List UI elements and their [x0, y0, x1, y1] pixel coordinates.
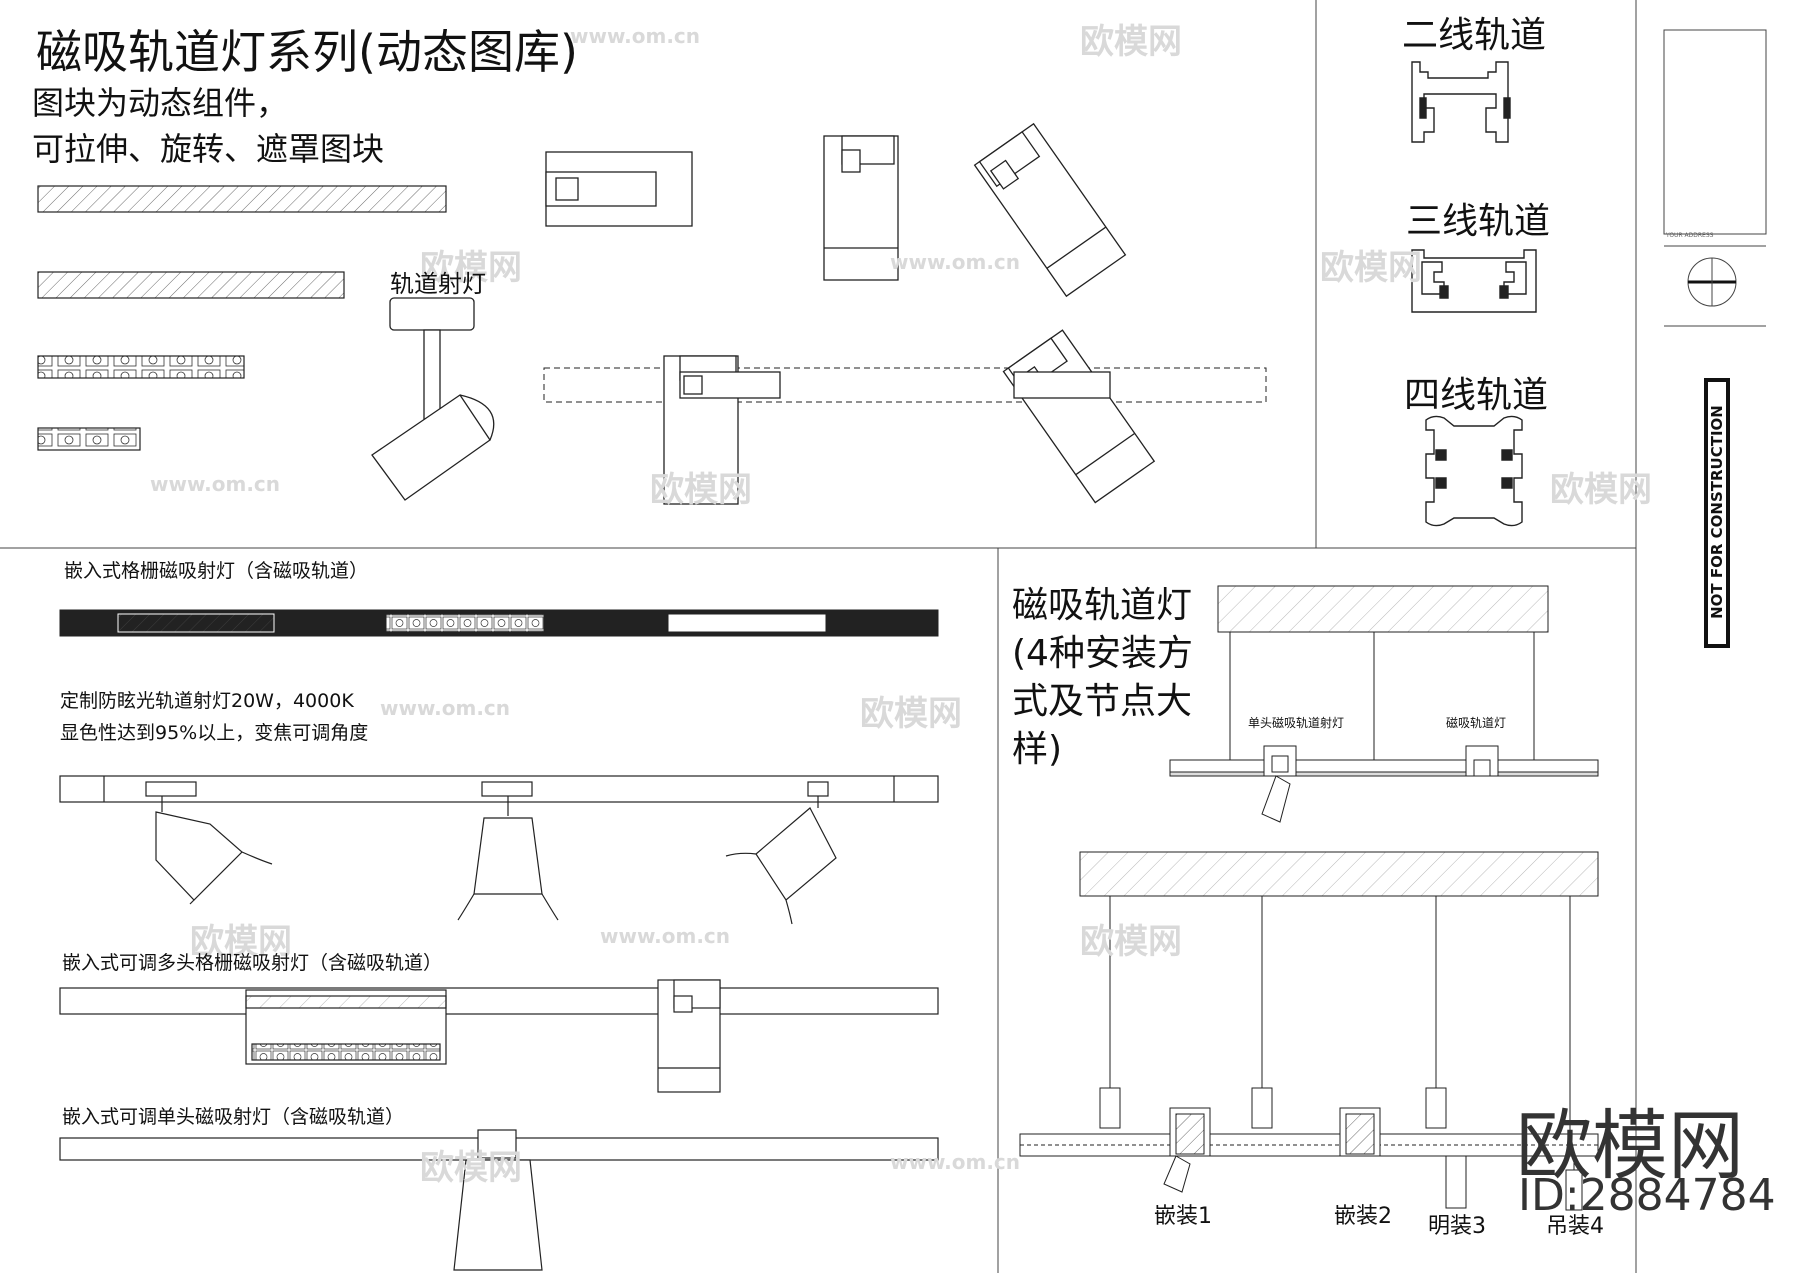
install-4-label: 吊装4	[1546, 1214, 1604, 1239]
spotlight-top-horizontal	[545, 151, 693, 227]
three-wire-profile	[1411, 249, 1537, 313]
install-title-line-3: 式及节点大	[1012, 681, 1193, 722]
track-spotlight-label: 轨道射灯	[390, 270, 486, 298]
watermark-brand-large: 欧模网	[1516, 1101, 1744, 1190]
watermark-brand: 欧模网	[1080, 922, 1182, 962]
single-head-label: 嵌入式可调单头磁吸射灯（含磁吸轨道）	[62, 1106, 405, 1128]
page-title: 磁吸轨道灯系列(动态图库)	[36, 25, 578, 79]
watermark-id: ID:2884784	[1518, 1170, 1776, 1221]
linear-light-long	[37, 185, 447, 213]
magnetic-track-light-label: 磁吸轨道灯	[1446, 716, 1507, 730]
subtitle-line-1: 图块为动态组件，	[32, 84, 289, 122]
title-block	[1663, 29, 1767, 648]
custom-spec-line-1: 定制防眩光轨道射灯20W，4000K	[60, 690, 354, 712]
spotlight-on-track-rotated	[1002, 329, 1156, 504]
watermark-brand: 欧模网	[420, 1148, 522, 1188]
linear-light-medium	[37, 271, 345, 299]
dashed-track	[543, 367, 1267, 403]
install-1-label: 嵌装1	[1154, 1204, 1212, 1229]
multi-head-label: 嵌入式可调多头格栅磁吸射灯（含磁吸轨道）	[62, 952, 443, 974]
watermark-brand: 欧模网	[1080, 22, 1182, 62]
install-title-line-2: (4种安装方	[1012, 633, 1193, 674]
custom-spec-line-2: 显色性达到95%以上，变焦可调角度	[60, 722, 369, 744]
panel-frame	[0, 0, 1637, 1273]
track-spotlight-side	[371, 297, 495, 501]
grille-spot-label: 嵌入式格栅磁吸射灯（含磁吸轨道）	[64, 560, 369, 582]
install-detail-upper	[1169, 585, 1599, 823]
watermark-brand: 欧模网	[650, 470, 752, 510]
watermark-url: www.om.cn	[570, 24, 701, 48]
three-wire-label: 三线轨道	[1406, 201, 1551, 242]
grille-light-long	[37, 355, 245, 379]
install-title-line-1: 磁吸轨道灯	[1012, 585, 1193, 626]
watermark-brand: 欧模网	[420, 248, 522, 288]
watermark-brand: 欧模网	[860, 694, 962, 734]
subtitle-line-2: 可拉伸、旋转、遮罩图块	[32, 130, 385, 168]
install-title-line-4: 样)	[1012, 729, 1063, 770]
four-wire-profile	[1425, 415, 1523, 527]
spotlight-on-track-vertical	[663, 355, 781, 505]
install-detail-lower	[1019, 851, 1599, 1211]
single-head-track-spot-label: 单头磁吸轨道射灯	[1248, 716, 1345, 730]
multi-head-grille-track	[59, 979, 939, 1093]
watermark-url: www.om.cn	[890, 250, 1021, 274]
spotlight-top-rotated	[973, 122, 1127, 298]
watermark-url: www.om.cn	[380, 696, 511, 720]
track-with-adjustable-spots	[59, 775, 939, 925]
watermark-brand: 欧模网	[190, 922, 292, 962]
two-wire-label: 二线轨道	[1402, 15, 1547, 56]
address-text: YOUR ADDRESS	[1666, 232, 1714, 239]
two-wire-profile	[1411, 61, 1511, 143]
not-for-construction: NOT FOR CONSTRUCTION	[1708, 405, 1726, 619]
grille-light-short	[37, 427, 141, 451]
install-2-label: 嵌装2	[1334, 1204, 1392, 1229]
grille-track-strip	[59, 609, 939, 637]
four-wire-label: 四线轨道	[1404, 375, 1549, 416]
single-head-track	[59, 1129, 939, 1271]
spotlight-top-vertical	[823, 135, 899, 281]
install-3-label: 明装3	[1428, 1214, 1486, 1239]
watermark-brand: 欧模网	[1320, 248, 1422, 288]
watermark-url: www.om.cn	[600, 924, 731, 948]
watermark-url: www.om.cn	[890, 1150, 1021, 1174]
watermark-url: www.om.cn	[150, 472, 281, 496]
watermark-brand: 欧模网	[1550, 470, 1652, 510]
